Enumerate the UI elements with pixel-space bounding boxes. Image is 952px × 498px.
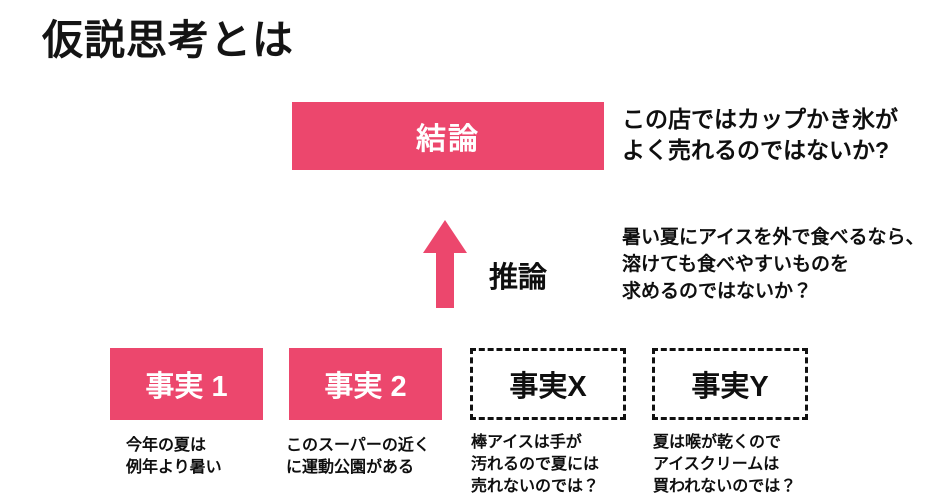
conclusion-box-label: 結論 [416,123,480,156]
inference-note-line: 溶けても食べやすいものを [622,254,850,275]
fact-box-x-label: 事実X [509,371,587,403]
fact-note-x: 棒アイスは手が 汚れるので夏には 売れないのでは？ [471,432,599,498]
fact-box-x: 事実X [470,348,626,420]
fact-note-1-line: 今年の夏は [126,437,207,454]
fact-note-2-line: このスーパーの近く [286,437,430,454]
fact-box-2-label: 事実 2 [324,371,407,403]
fact-box-y-label: 事実Y [691,371,769,403]
fact-note-1: 今年の夏は 例年より暑い [126,435,222,479]
fact-note-y-line: アイスクリームは [653,456,780,473]
fact-note-2: このスーパーの近く に運動公園がある [286,435,430,479]
fact-note-1-line: 例年より暑い [126,459,222,476]
fact-box-y: 事実Y [652,348,808,420]
conclusion-box: 結論 [292,102,604,170]
fact-box-2: 事実 2 [289,348,442,420]
inference-note-line: 暑い夏にアイスを外で食べるなら、 [622,227,925,248]
fact-note-y-line: 夏は喉が乾くので [653,434,782,451]
conclusion-note: この店ではカップかき氷が よく売れるのではないか? [622,104,898,166]
inference-label: 推論 [489,262,548,294]
up-arrow-icon [423,220,467,308]
fact-note-x-line: 汚れるので夏には [471,456,600,473]
fact-box-1: 事実 1 [110,348,263,420]
page-title: 仮説思考とは [42,17,294,63]
inference-note: 暑い夏にアイスを外で食べるなら、 溶けても食べやすいものを 求めるのではないか？ [622,224,924,305]
inference-note-line: 求めるのではないか？ [622,281,813,302]
fact-box-1-label: 事実 1 [145,371,228,403]
fact-note-2-line: に運動公園がある [286,459,415,476]
fact-note-y-line: 買われないのでは？ [653,478,797,495]
fact-note-y: 夏は喉が乾くので アイスクリームは 買われないのでは？ [653,432,796,498]
fact-note-x-line: 売れないのでは？ [471,478,600,495]
conclusion-note-line: よく売れるのではないか? [622,137,890,163]
fact-note-x-line: 棒アイスは手が [471,434,582,451]
conclusion-note-line: この店ではカップかき氷が [622,106,898,132]
